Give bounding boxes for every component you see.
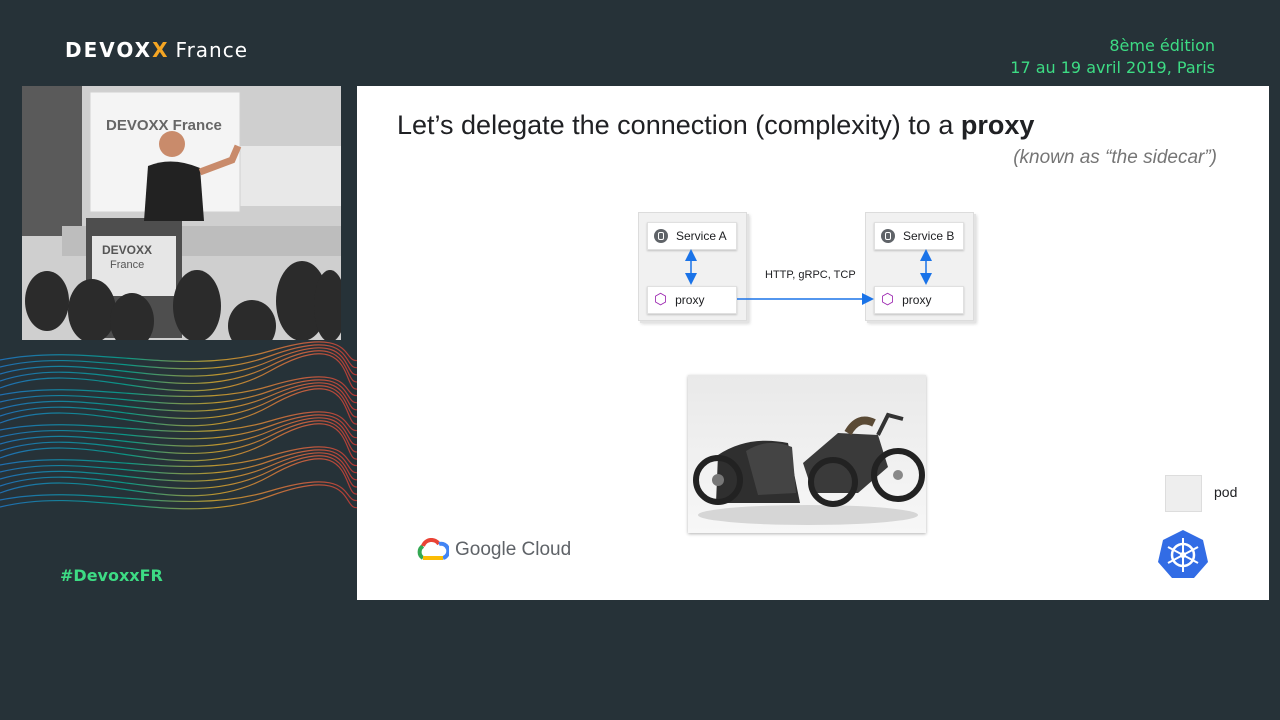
presentation-slide: Let’s delegate the connection (complexit… bbox=[357, 86, 1269, 600]
pod-legend-label: pod bbox=[1214, 484, 1238, 500]
edition-label: 8ème édition bbox=[1109, 36, 1215, 55]
service-b-box: Service B bbox=[874, 222, 964, 250]
wave-line bbox=[0, 341, 361, 363]
wave-line bbox=[0, 446, 361, 468]
diagram-arrows bbox=[685, 249, 932, 305]
wave-line bbox=[0, 411, 361, 433]
podium-text-2: France bbox=[110, 259, 144, 271]
wave-line bbox=[0, 455, 361, 489]
banner-text: DEVOXX France bbox=[106, 117, 222, 134]
proxy-b-label: proxy bbox=[902, 293, 932, 307]
wave-line bbox=[0, 344, 361, 370]
kubernetes-icon bbox=[1158, 530, 1208, 578]
wave-line bbox=[0, 420, 361, 454]
wave-line bbox=[0, 417, 361, 447]
wave-line bbox=[0, 350, 361, 384]
proxy-b-box: ⬡ proxy bbox=[874, 286, 964, 314]
speaker-body bbox=[144, 161, 204, 221]
container-icon bbox=[881, 229, 895, 243]
edition-info: 8ème édition 17 au 19 avril 2019, Paris bbox=[1010, 35, 1215, 79]
wave-line bbox=[0, 379, 361, 405]
wave-line bbox=[0, 388, 361, 427]
wave-line bbox=[0, 423, 361, 462]
hexagon-icon: ⬡ bbox=[881, 291, 895, 308]
google-cloud-icon bbox=[417, 538, 449, 560]
slide-title-bold: proxy bbox=[960, 110, 1035, 140]
pod-legend-swatch bbox=[1165, 475, 1202, 512]
wave-line bbox=[0, 347, 361, 377]
hexagon-icon: ⬡ bbox=[654, 291, 668, 308]
wave-line bbox=[0, 452, 361, 482]
wave-line bbox=[0, 385, 361, 419]
protocols-label: HTTP, gRPC, TCP bbox=[765, 269, 856, 281]
brand-x: X bbox=[152, 38, 170, 62]
service-a-label: Service A bbox=[676, 229, 727, 243]
wave-line bbox=[0, 376, 361, 398]
slide-title-text: Let’s delegate the connection (complexit… bbox=[397, 110, 961, 140]
google-cloud-logo: Google Cloud bbox=[417, 538, 571, 562]
wave-line bbox=[0, 458, 361, 497]
container-icon bbox=[654, 229, 668, 243]
speaker-video: DEVOXX France DEVOXX France bbox=[22, 86, 341, 340]
wave-line bbox=[0, 353, 361, 392]
brand-suffix: France bbox=[175, 38, 249, 62]
wave-line bbox=[0, 382, 361, 412]
service-b-label: Service B bbox=[903, 229, 955, 243]
wave-line bbox=[0, 414, 361, 440]
speaker-video-frame: DEVOXX France DEVOXX France bbox=[22, 86, 341, 340]
wave-line bbox=[0, 449, 361, 475]
wave-line bbox=[0, 484, 361, 510]
sidecar-motorcycle-image bbox=[688, 375, 926, 533]
slide-subtitle: (known as “the sidecar”) bbox=[1013, 147, 1217, 168]
hashtag: #DevoxxFR bbox=[60, 566, 163, 585]
brand-main: DEVOX bbox=[65, 38, 153, 62]
wave-line bbox=[0, 481, 361, 503]
proxy-a-box: ⬡ proxy bbox=[647, 286, 737, 314]
google-cloud-text: Google Cloud bbox=[455, 539, 572, 560]
podium-text-1: DEVOXX bbox=[102, 243, 152, 257]
event-dates: 17 au 19 avril 2019, Paris bbox=[1010, 58, 1215, 77]
slide-title: Let’s delegate the connection (complexit… bbox=[397, 110, 1034, 141]
proxy-a-label: proxy bbox=[675, 293, 705, 307]
speaker-head bbox=[159, 131, 185, 157]
